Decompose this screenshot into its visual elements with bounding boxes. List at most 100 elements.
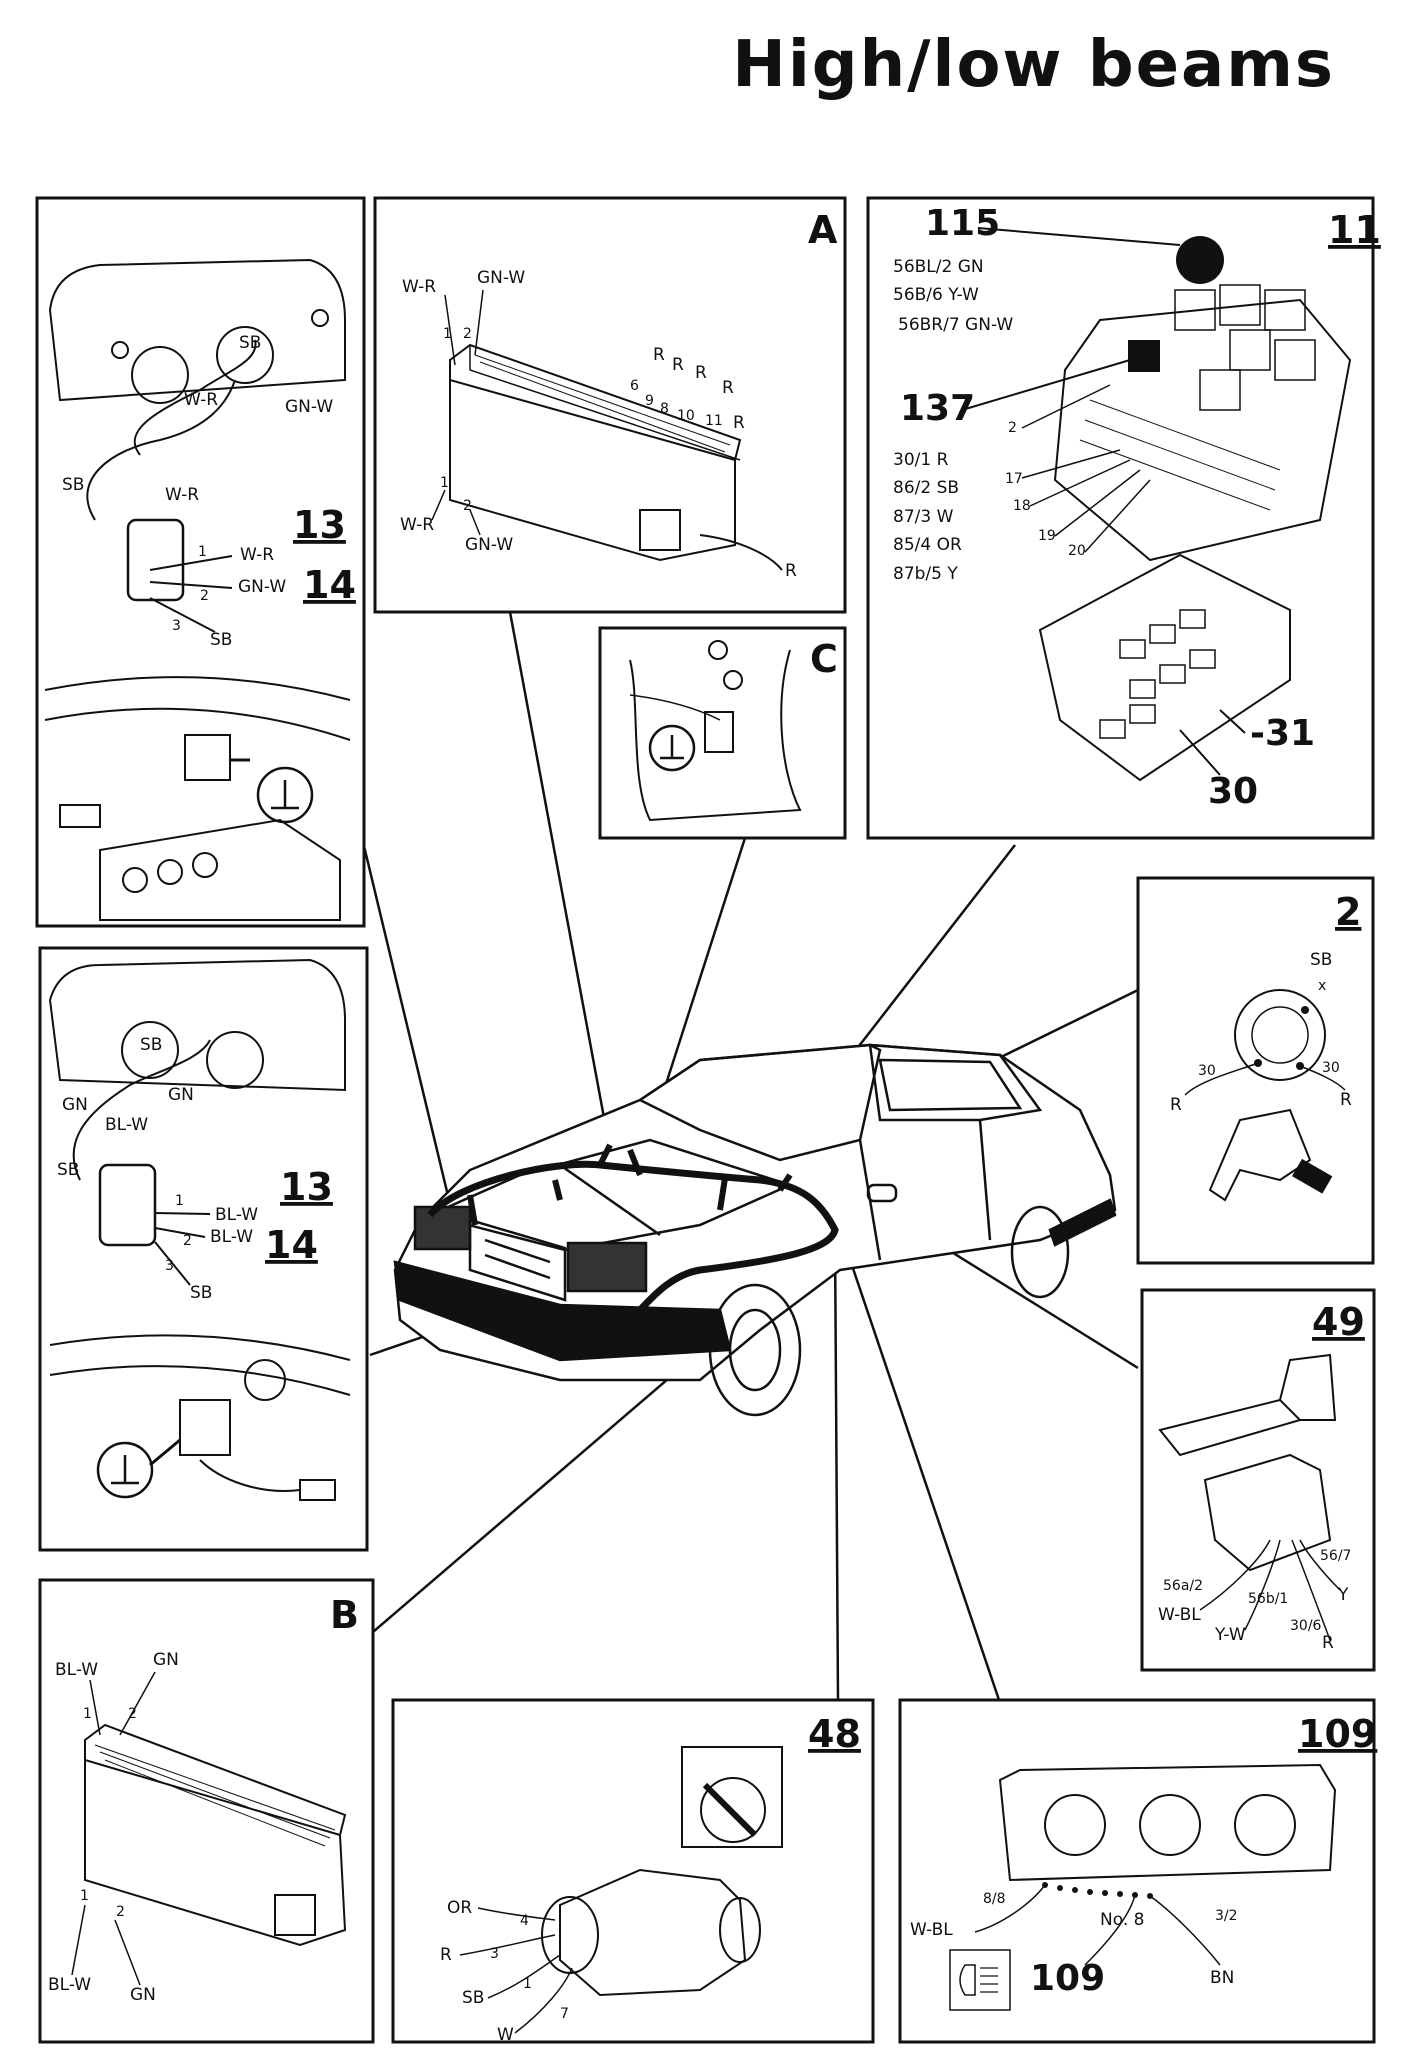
label: 30 xyxy=(1198,1063,1216,1079)
panel-2: 2 SB x 30 30 R R xyxy=(1136,876,1375,1265)
pin-number: 1 xyxy=(175,1193,184,1209)
component-ref-14: 14 xyxy=(303,563,356,607)
wire-label: GN xyxy=(153,1650,179,1670)
wire-label: W xyxy=(497,2025,514,2045)
panel-id: C xyxy=(810,637,838,681)
panel-id: 48 xyxy=(808,1712,861,1756)
wire-label: W-R xyxy=(402,277,436,297)
panel-48: 48 OR 4 R 3 1 SB 7 W xyxy=(391,1698,875,2045)
pin-number: 3 xyxy=(172,618,181,634)
label: GN-W xyxy=(238,577,286,597)
label: 8/8 xyxy=(983,1891,1006,1907)
wire-label: R xyxy=(722,378,734,398)
page-title: High/low beams xyxy=(732,28,1335,102)
fuse-31: -31 xyxy=(1250,713,1315,754)
label: R xyxy=(1322,1633,1334,1653)
label: SB xyxy=(57,1160,79,1180)
wire-label: W-R xyxy=(400,515,434,535)
relay-137-ref: 137 xyxy=(900,388,975,429)
pin-number: 8 xyxy=(660,401,669,417)
wire-label: R xyxy=(733,413,745,433)
label: W-BL xyxy=(910,1920,953,1940)
pin-number: 3 xyxy=(165,1258,174,1274)
label: 30/6 xyxy=(1290,1618,1322,1634)
component-ref-13: 13 xyxy=(280,1165,333,1209)
label: R xyxy=(1170,1095,1182,1115)
pin-number: 1 xyxy=(80,1888,89,1904)
label: x xyxy=(1318,978,1326,994)
label: 30 xyxy=(1322,1060,1340,1076)
label: SB xyxy=(239,333,261,353)
panel-a: A W-R GN-W 1 2 1 2 W-R GN-W 6 9 8 10 11 … xyxy=(373,196,847,614)
component-ref-109: 109 xyxy=(1030,1958,1105,1999)
panel-109: 109 8/8 W-BL No. 8 3/2 BN 109 xyxy=(898,1698,1377,2044)
relay-pin: 85/4 OR xyxy=(893,535,962,555)
panel-id: 11 xyxy=(1328,208,1381,252)
pin-number: 2 xyxy=(116,1904,125,1920)
wire-label: OR xyxy=(447,1898,472,1918)
label: SB xyxy=(210,630,232,650)
relay-pin: 86/2 SB xyxy=(893,478,959,498)
relay-115-ref: 115 xyxy=(925,203,1000,244)
pin-number: 6 xyxy=(630,378,639,394)
label: SB xyxy=(140,1035,162,1055)
fuse-number: 19 xyxy=(1038,528,1056,544)
wire-label: R xyxy=(672,355,684,375)
pin-number: 3 xyxy=(490,1946,499,1962)
label: W-BL xyxy=(1158,1605,1201,1625)
relay-pin: 56BR/7 GN-W xyxy=(898,315,1013,335)
wire-label: SB xyxy=(462,1988,484,2008)
wire-label: R xyxy=(653,345,665,365)
label: GN xyxy=(62,1095,88,1115)
panel-id: B xyxy=(330,1593,359,1637)
panel-11: 11 115 56BL/2 GN 56B/6 Y-W 56BR/7 GN-W 1… xyxy=(866,196,1381,840)
panel-id: 49 xyxy=(1312,1300,1365,1344)
panel-id: 109 xyxy=(1298,1712,1377,1756)
wire-label: R xyxy=(695,363,707,383)
label: 56a/2 xyxy=(1163,1578,1203,1594)
relay-pin: 30/1 R xyxy=(893,450,949,470)
pin-number: 1 xyxy=(523,1976,532,1992)
label: BL-W xyxy=(210,1227,253,1247)
pin-number: 9 xyxy=(645,393,654,409)
pin-number: 1 xyxy=(440,475,449,491)
label: W-R xyxy=(165,485,199,505)
wire-label: GN-W xyxy=(465,535,513,555)
label: W-R xyxy=(240,545,274,565)
wire-label: BL-W xyxy=(55,1660,98,1680)
pin-number: 7 xyxy=(560,2006,569,2022)
wire-label: R xyxy=(785,561,797,581)
label: 56/7 xyxy=(1320,1548,1351,1564)
panel-49: 49 56a/2 W-BL 56b/1 Y-W 30/6 R 56/7 Y xyxy=(1140,1288,1376,1672)
pin-number: 2 xyxy=(463,498,472,514)
relay-pin: 87b/5 Y xyxy=(893,564,958,584)
panel-c: C xyxy=(598,626,847,840)
label: SB xyxy=(62,475,84,495)
label: R xyxy=(1340,1090,1352,1110)
label: SB xyxy=(1310,950,1332,970)
fuse-number: 18 xyxy=(1013,498,1031,514)
wire-label: BL-W xyxy=(48,1975,91,1995)
pin-number: 2 xyxy=(200,588,209,604)
pin-number: 1 xyxy=(83,1706,92,1722)
panel-b: B BL-W GN 1 2 1 2 BL-W GN xyxy=(38,1578,375,2044)
pin-number: 1 xyxy=(443,326,452,342)
pin-number: 11 xyxy=(705,413,723,429)
pin-number: 2 xyxy=(183,1233,192,1249)
panel-id: 2 xyxy=(1335,890,1361,934)
component-ref-13: 13 xyxy=(293,503,346,547)
panel-top-left: SB W-R GN-W SB W-R 1 W-R 13 2 GN-W 14 3 … xyxy=(35,196,366,928)
label: GN xyxy=(168,1085,194,1105)
relay-pin: 56BL/2 GN xyxy=(893,257,984,277)
wire-label: R xyxy=(440,1945,452,1965)
label: 56b/1 xyxy=(1248,1591,1288,1607)
label: GN-W xyxy=(285,397,333,417)
fuse-number: 17 xyxy=(1005,471,1023,487)
label: BL-W xyxy=(105,1115,148,1135)
fuse-30: 30 xyxy=(1208,771,1258,812)
pin-number: 4 xyxy=(520,1913,529,1929)
pin-number: 1 xyxy=(198,544,207,560)
label: W-R xyxy=(184,390,218,410)
